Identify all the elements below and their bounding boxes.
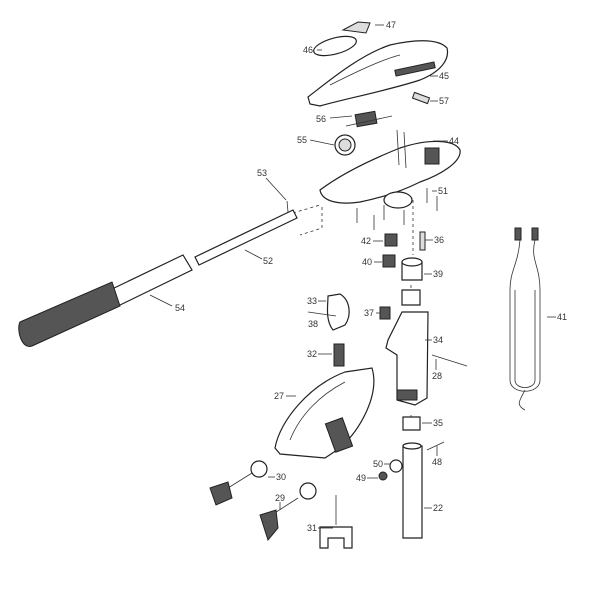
part-46-oval-decal: [313, 35, 357, 57]
callout-56: 56: [316, 114, 326, 124]
part-30-tkob: [209, 481, 233, 506]
part-56-switch: [354, 110, 378, 128]
callout-51: 51: [438, 186, 448, 196]
callout-45: 45: [439, 71, 449, 81]
callout-55: 55: [297, 135, 307, 145]
part-22-tube: [402, 445, 423, 539]
part-47-decal: [341, 21, 371, 34]
part-51-screws: [356, 188, 438, 230]
part-31-anchor: [319, 526, 353, 549]
callout-30: 30: [276, 472, 286, 482]
part-41-power-cable: [509, 227, 541, 411]
callout-34: 34: [433, 335, 443, 345]
callout-50: 50: [373, 459, 383, 469]
callout-35: 35: [433, 418, 443, 428]
part-38-pin: [307, 311, 337, 317]
callout-41: 41: [557, 312, 567, 322]
callout-49: 49: [356, 473, 366, 483]
part-54-grip: [18, 281, 121, 347]
callout-37: 37: [364, 308, 374, 318]
callout-33: 33: [307, 296, 317, 306]
part-53-screw: [286, 200, 289, 213]
callout-42: 42: [361, 236, 371, 246]
part-27-mount-bracket: [274, 367, 375, 459]
part-29-tknob: [259, 509, 279, 542]
part-42-clamp: [384, 233, 398, 247]
callout-40: 40: [362, 257, 372, 267]
part-37-knob: [379, 306, 391, 320]
callout-31: 31: [307, 523, 317, 533]
callout-27: 27: [274, 391, 284, 401]
callout-29: 29: [275, 493, 285, 503]
part-33-lever: [326, 293, 350, 331]
callout-36: 36: [434, 235, 444, 245]
part-57-clip: [411, 91, 431, 105]
callout-22: 22: [433, 503, 443, 513]
callout-44: 44: [449, 136, 459, 146]
part-52-shaft: [194, 209, 298, 266]
part-45-top-cover: [307, 40, 449, 107]
callout-48: 48: [432, 457, 442, 467]
part-40-knob: [382, 254, 396, 268]
callout-46: 46: [303, 45, 313, 55]
part-48-bolt: [426, 441, 445, 451]
part-28-pin: [431, 354, 468, 367]
callout-54: 54: [175, 303, 185, 313]
callout-28: 28: [432, 371, 442, 381]
part-49-nut: [378, 471, 388, 481]
part-29-pad: [299, 482, 317, 500]
part-35-bushing: [402, 416, 421, 431]
part-30-pad: [250, 460, 268, 478]
part-54-handle: [109, 254, 193, 307]
callout-52: 52: [263, 256, 273, 266]
callout-32: 32: [307, 349, 317, 359]
part-50-spacer: [389, 459, 403, 473]
part-36-pin: [419, 231, 426, 251]
callout-38: 38: [308, 319, 318, 329]
callout-47: 47: [386, 20, 396, 30]
bushing-upper: [401, 289, 421, 306]
callout-39: 39: [433, 269, 443, 279]
part-32-spring: [333, 343, 345, 367]
part-45-logo: [394, 61, 436, 77]
callout-57: 57: [439, 96, 449, 106]
callout-53: 53: [257, 168, 267, 178]
